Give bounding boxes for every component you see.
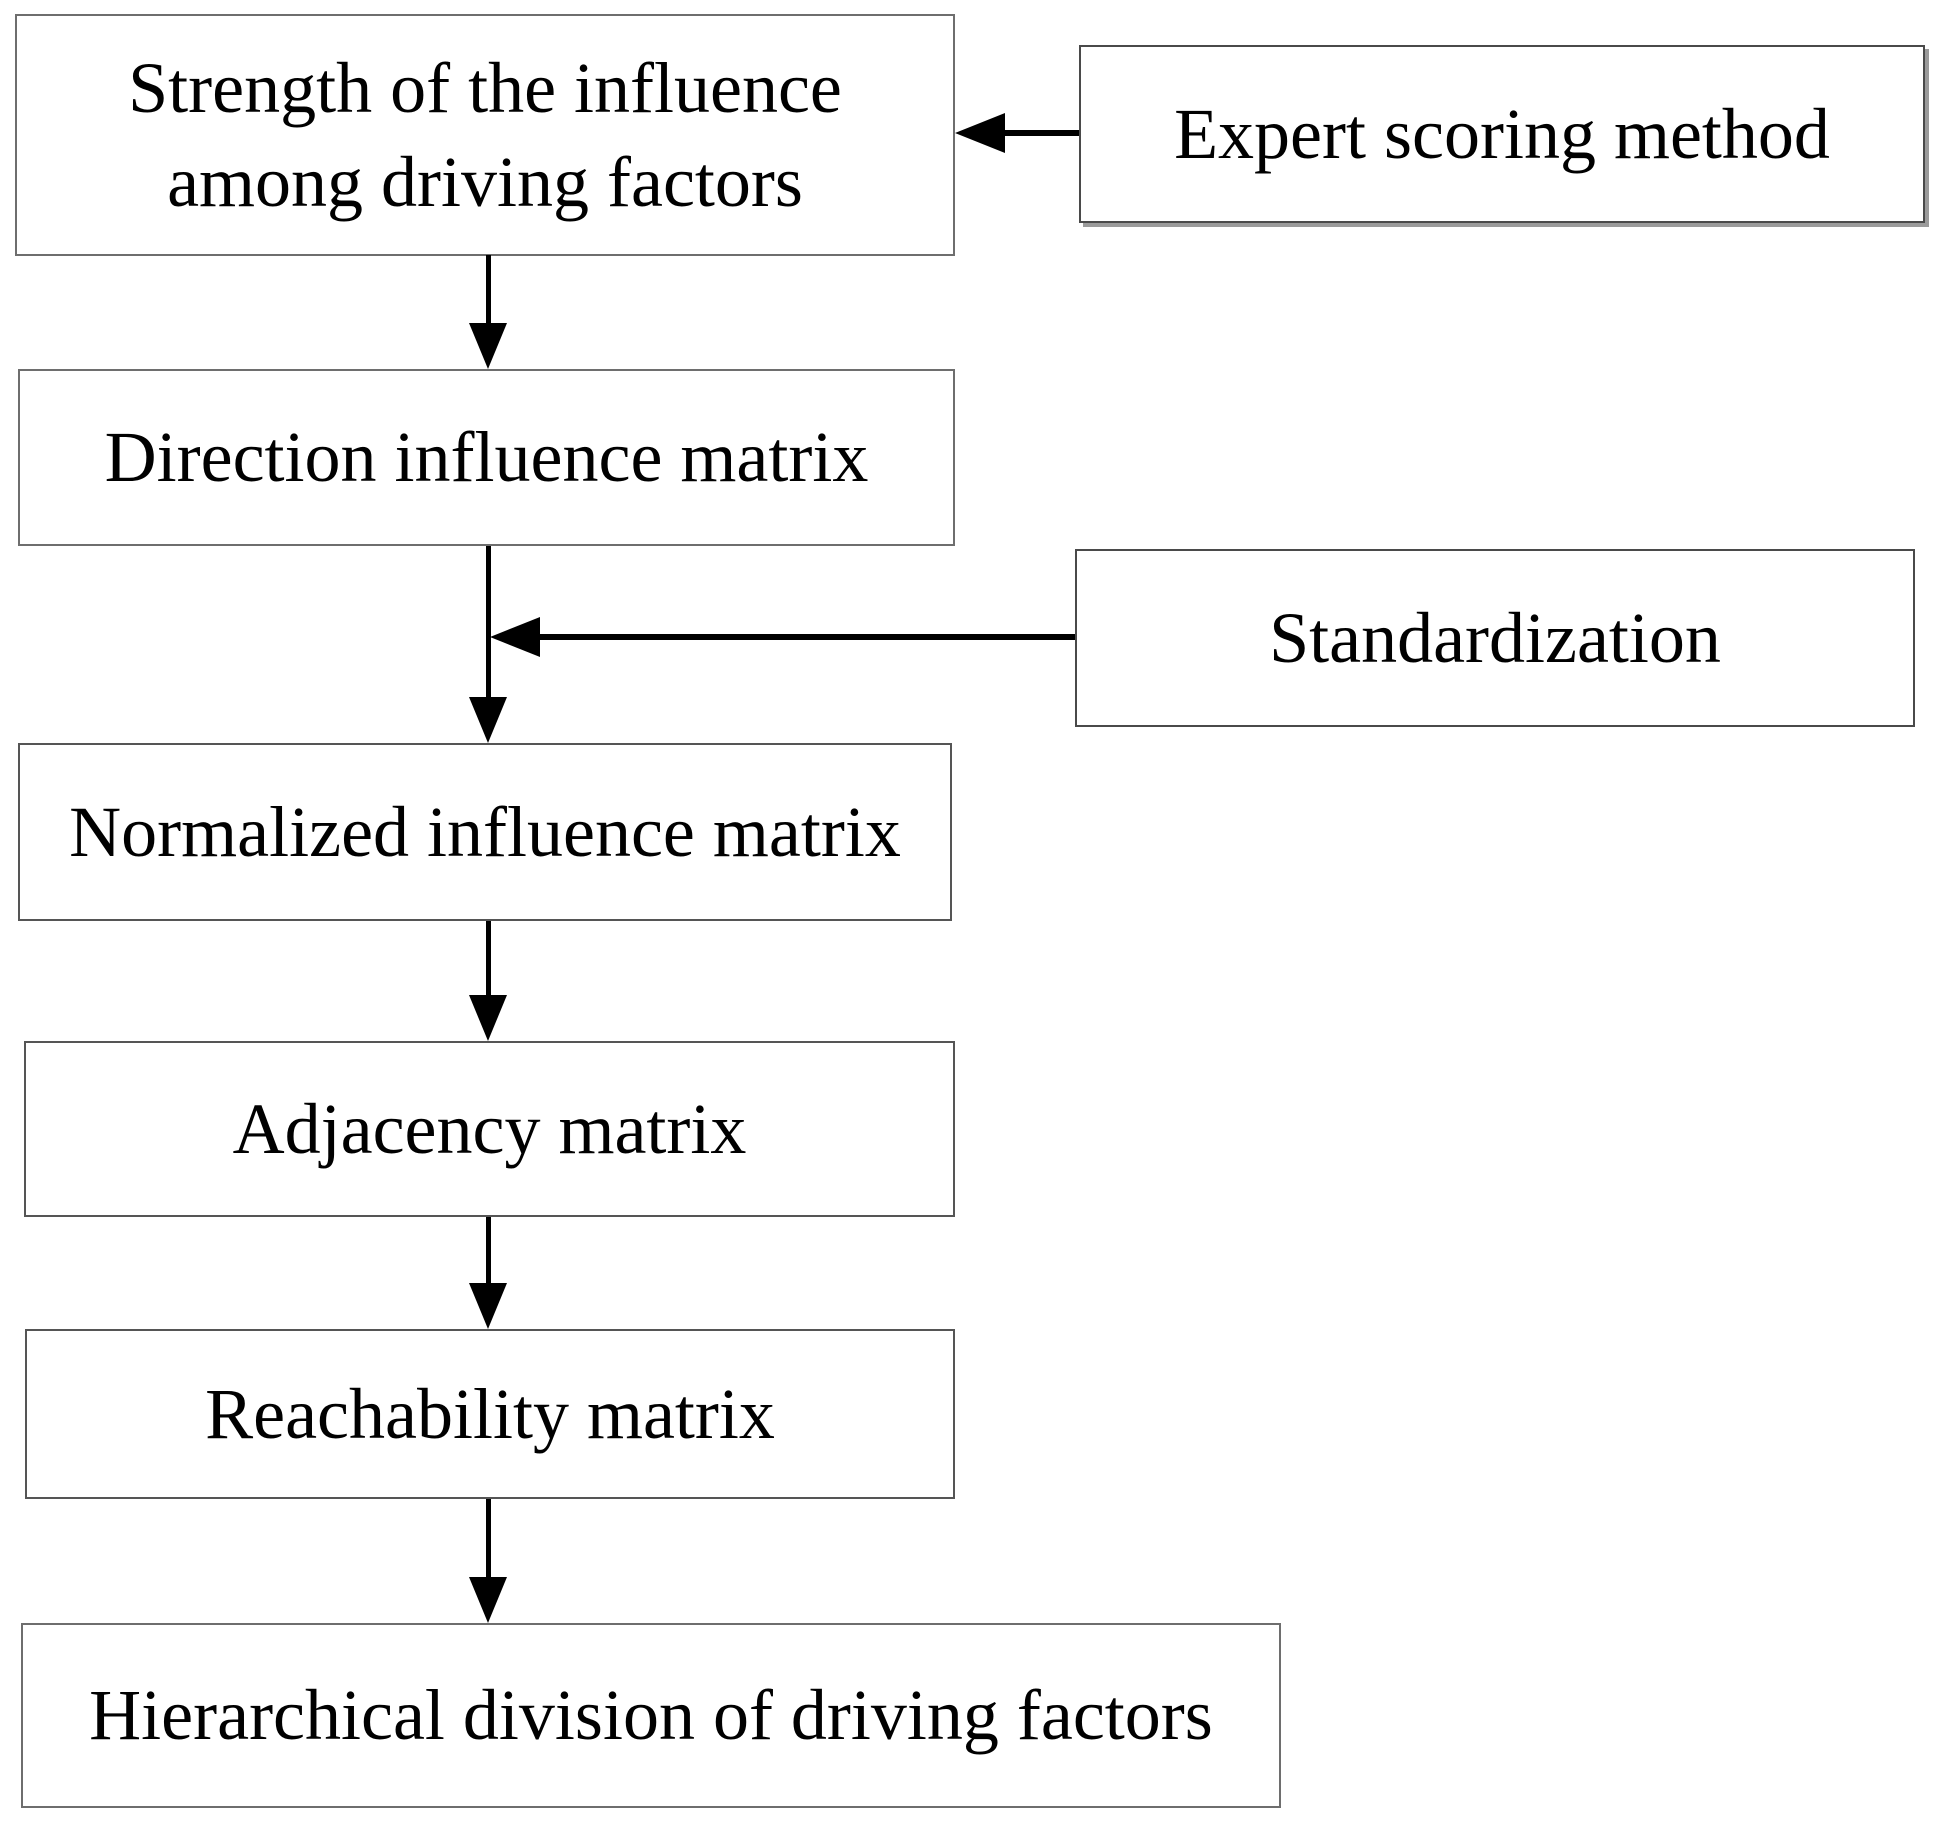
arrow-shaft — [486, 921, 491, 997]
node-expert-scoring-method: Expert scoring method — [1079, 45, 1925, 223]
node-normalized-label: Normalized influence matrix — [69, 791, 901, 872]
arrowhead-down-icon — [469, 697, 507, 743]
arrow-shaft — [1003, 130, 1079, 136]
node-expert-label: Expert scoring method — [1174, 93, 1830, 174]
arrowhead-down-icon — [469, 1577, 507, 1623]
arrowhead-left-icon — [955, 113, 1005, 153]
node-reachability-matrix: Reachability matrix — [25, 1329, 955, 1499]
arrowhead-down-icon — [469, 323, 507, 369]
node-direction-label: Direction influence matrix — [104, 417, 869, 498]
node-direction-influence-matrix: Direction influence matrix — [18, 369, 955, 546]
node-adjacency-label: Adjacency matrix — [232, 1088, 747, 1169]
arrow-shaft — [538, 634, 1075, 640]
arrow-shaft — [486, 1499, 491, 1579]
node-adjacency-matrix: Adjacency matrix — [24, 1041, 955, 1217]
node-hierarchical-division: Hierarchical division of driving factors — [21, 1623, 1281, 1808]
arrow-shaft — [486, 1217, 491, 1285]
node-strength-label: Strength of the influence among driving … — [128, 47, 842, 222]
node-standardization-label: Standardization — [1269, 597, 1721, 678]
node-standardization: Standardization — [1075, 549, 1915, 727]
arrowhead-left-icon — [490, 617, 540, 657]
arrowhead-down-icon — [469, 1283, 507, 1329]
node-hierarchical-label: Hierarchical division of driving factors — [89, 1675, 1213, 1756]
arrowhead-down-icon — [469, 995, 507, 1041]
node-normalized-influence-matrix: Normalized influence matrix — [18, 743, 952, 921]
arrow-shaft — [486, 546, 491, 699]
arrow-shaft — [486, 255, 491, 325]
node-strength-of-influence: Strength of the influence among driving … — [15, 14, 955, 256]
node-reachability-label: Reachability matrix — [205, 1373, 775, 1454]
